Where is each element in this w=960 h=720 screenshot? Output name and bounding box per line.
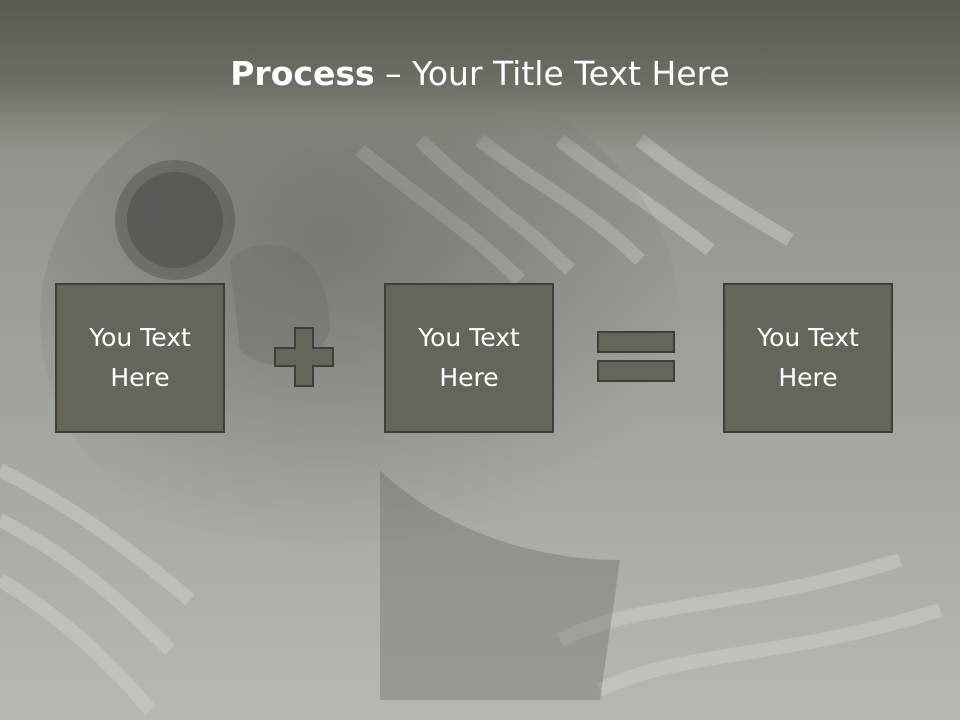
title-bold: Process — [230, 54, 375, 93]
slide-title: Process – Your Title Text Here — [0, 52, 960, 96]
step-box-2[interactable]: You Text Here — [384, 283, 554, 433]
step-text-3: You Text Here — [757, 323, 859, 392]
step-text-1: You Text Here — [89, 323, 191, 392]
plus-icon — [274, 327, 334, 387]
step-box-3[interactable]: You Text Here — [723, 283, 893, 433]
title-band — [0, 0, 960, 150]
title-rest: – Your Title Text Here — [374, 54, 730, 93]
equals-icon — [597, 331, 675, 382]
step-box-1[interactable]: You Text Here — [55, 283, 225, 433]
step-text-2: You Text Here — [418, 323, 520, 392]
